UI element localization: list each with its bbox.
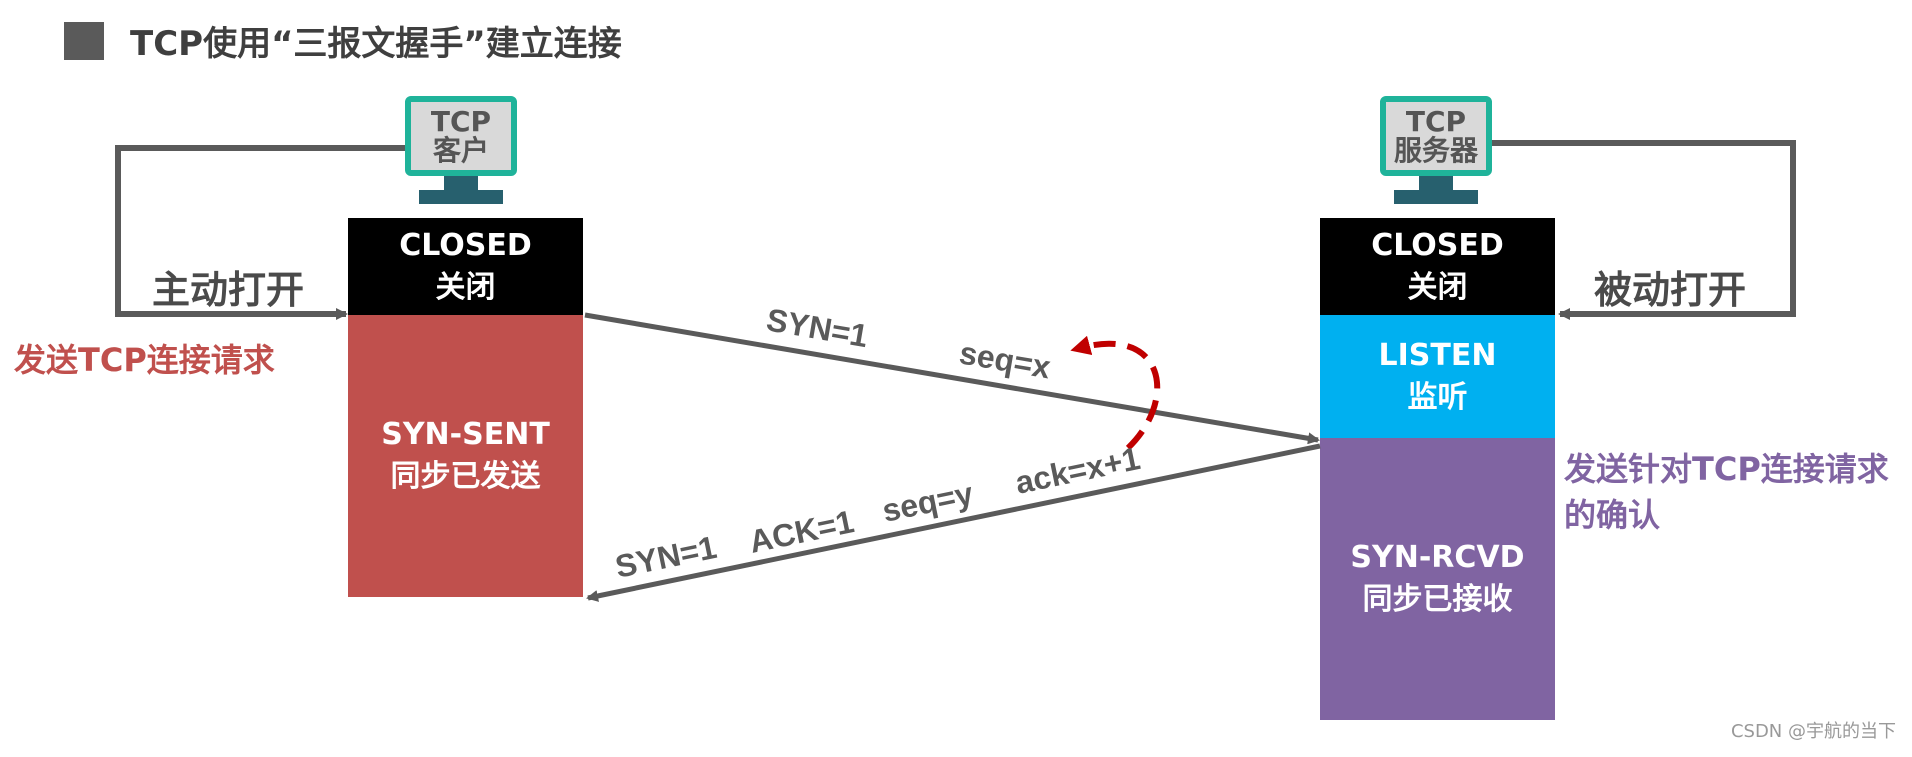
server-state-closed: CLOSED 关闭 xyxy=(1320,218,1555,315)
client-request-note: 发送TCP连接请求 xyxy=(14,341,275,379)
client-synsent-en: SYN-SENT xyxy=(381,417,550,452)
client-monitor-neck xyxy=(444,176,478,190)
server-synrcvd-en: SYN-RCVD xyxy=(1350,540,1525,575)
client-computer-icon: TCP 客户 xyxy=(405,96,517,204)
client-monitor: TCP 客户 xyxy=(405,96,517,176)
client-closed-en: CLOSED xyxy=(399,227,532,263)
server-monitor: TCP 服务器 xyxy=(1380,96,1492,176)
server-listen-cn: 监听 xyxy=(1407,379,1468,415)
server-monitor-line1: TCP xyxy=(1405,104,1467,138)
client-synsent-cn: 同步已发送 xyxy=(390,459,541,494)
page-title: TCP使用“三报文握手”建立连接 xyxy=(130,24,622,64)
server-ack-note-line2: 的确认 xyxy=(1564,496,1661,535)
client-monitor-line2: 客户 xyxy=(432,134,489,167)
msg1-seq-label: seq=x xyxy=(957,334,1054,385)
msg2-acknum-label: ack=x+1 xyxy=(1012,440,1143,501)
client-active-open-label: 主动打开 xyxy=(152,268,305,312)
syn-message-arrow xyxy=(584,312,1320,445)
server-open-bracket-arrow xyxy=(1492,140,1796,320)
server-ack-note-line1: 发送针对TCP连接请求 xyxy=(1564,450,1889,488)
syn-ack-message-arrow xyxy=(586,443,1321,602)
server-state-syn-rcvd: SYN-RCVD 同步已接收 xyxy=(1320,438,1555,720)
title-bullet-square xyxy=(64,22,104,60)
server-monitor-line2: 服务器 xyxy=(1393,134,1478,167)
client-monitor-line1: TCP xyxy=(430,104,492,138)
client-closed-cn: 关闭 xyxy=(435,269,496,305)
server-closed-cn: 关闭 xyxy=(1407,269,1468,305)
client-open-bracket-arrow xyxy=(115,145,405,320)
server-listen-en: LISTEN xyxy=(1378,337,1497,373)
client-state-syn-sent: SYN-SENT 同步已发送 xyxy=(348,315,583,597)
ack-refers-to-seq-dashed-arc xyxy=(1070,335,1161,451)
client-state-closed: CLOSED 关闭 xyxy=(348,218,583,315)
server-ack-note: 发送针对TCP连接请求 的确认 xyxy=(1564,446,1889,539)
server-monitor-neck xyxy=(1419,176,1453,190)
server-synrcvd-cn: 同步已接收 xyxy=(1362,582,1513,617)
server-closed-en: CLOSED xyxy=(1371,227,1504,263)
server-passive-open-label: 被动打开 xyxy=(1594,268,1747,312)
server-state-listen: LISTEN 监听 xyxy=(1320,315,1555,438)
watermark: CSDN @宇航的当下 xyxy=(1730,721,1896,742)
server-monitor-base xyxy=(1394,190,1478,204)
server-computer-icon: TCP 服务器 xyxy=(1380,96,1492,204)
client-monitor-base xyxy=(419,190,503,204)
